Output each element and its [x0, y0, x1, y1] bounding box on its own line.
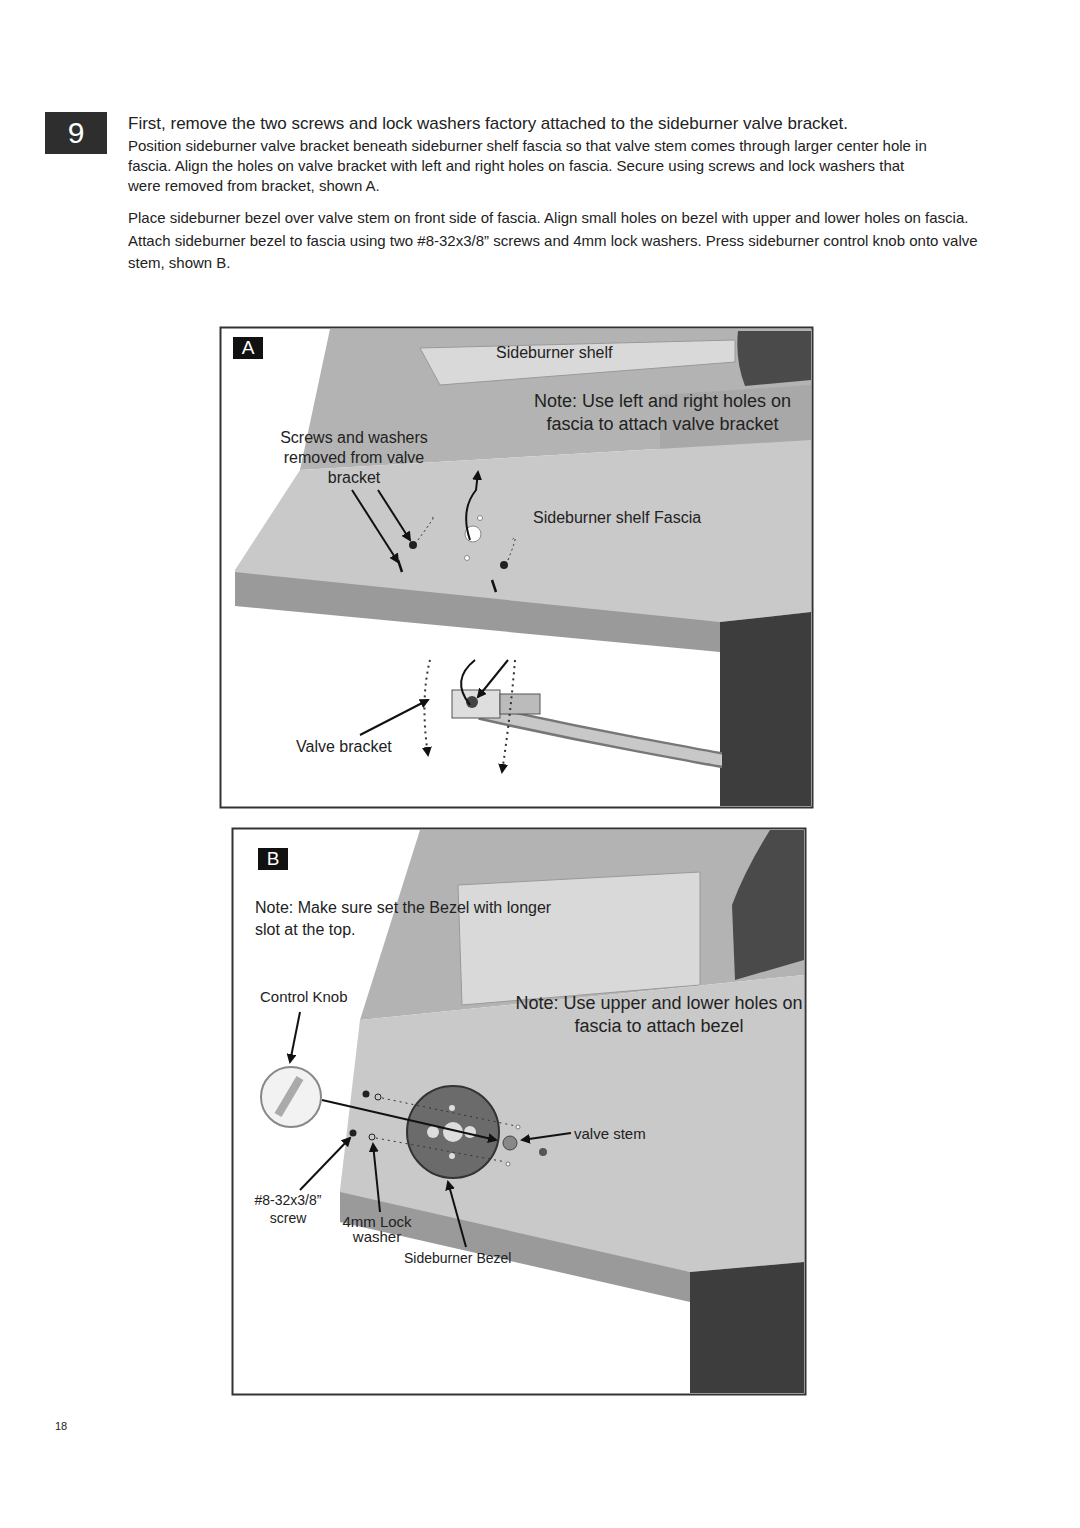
step-number-box: 9 [45, 112, 107, 154]
part-label: Screws and washers removed from valve br… [262, 428, 446, 488]
part-label: valve stem [574, 1125, 646, 1144]
note: Note: Use upper and lower holes on fasci… [513, 992, 805, 1037]
instruction-text: Place sideburner bezel over valve stem o… [128, 207, 1008, 275]
instruction-text: First, remove the two screws and lock wa… [128, 113, 1028, 134]
note: Note: Make sure set the Bezel with longe… [255, 897, 555, 942]
part-label: Sideburner shelf Fascia [533, 508, 701, 528]
node-text: A [242, 337, 255, 359]
panel-tag: B [258, 848, 288, 870]
part-label: Sideburner Bezel [404, 1250, 511, 1268]
node-text: B [267, 848, 280, 870]
panel-tag: A [233, 337, 263, 359]
part-label: Sideburner shelf [496, 343, 613, 363]
node-text: 9 [68, 116, 85, 150]
note: Note: Use left and right holes on fascia… [515, 390, 810, 435]
part-label: 4mm Lock washer [334, 1214, 420, 1244]
page-number: 18 [55, 1420, 67, 1434]
part-label: Control Knob [260, 988, 348, 1007]
part-label: #8-32x3/8” screw [248, 1192, 328, 1227]
instruction-text: Position sideburner valve bracket beneat… [128, 136, 928, 196]
part-label: Valve bracket [296, 737, 392, 757]
